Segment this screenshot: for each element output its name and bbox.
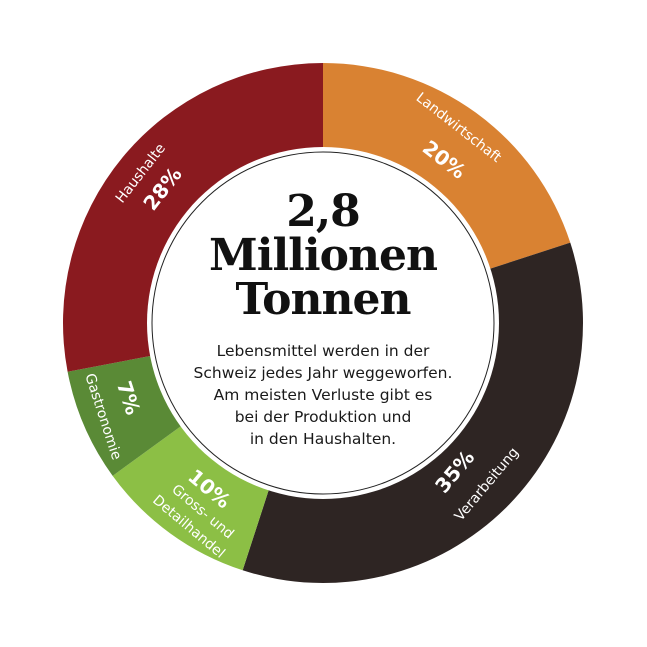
center-ring bbox=[151, 151, 495, 495]
center-disk bbox=[147, 147, 499, 499]
segment-haushalte bbox=[62, 63, 323, 372]
desc-line: Lebensmittel werden in der bbox=[216, 342, 430, 360]
desc-line: in den Haushalten. bbox=[249, 430, 397, 448]
desc-line: bei der Produktion und bbox=[234, 408, 412, 426]
center-value: 2,8 bbox=[286, 186, 361, 237]
desc-line: Schweiz jedes Jahr weggeworfen. bbox=[193, 364, 453, 382]
segment-landwirtschaft bbox=[323, 63, 571, 271]
center-description: Lebensmittel werden in der Schweiz jedes… bbox=[163, 340, 483, 450]
center-unit-2: Tonnen bbox=[235, 274, 411, 325]
desc-line: Am meisten Verluste gibt es bbox=[213, 386, 433, 404]
center-unit-1: Millionen bbox=[209, 230, 438, 281]
segment-gastronomie bbox=[67, 354, 186, 476]
segment-gross-und-detailhandel bbox=[112, 422, 271, 571]
center-text: 2,8 Millionen Tonnen Lebensmittel werden… bbox=[163, 190, 483, 450]
